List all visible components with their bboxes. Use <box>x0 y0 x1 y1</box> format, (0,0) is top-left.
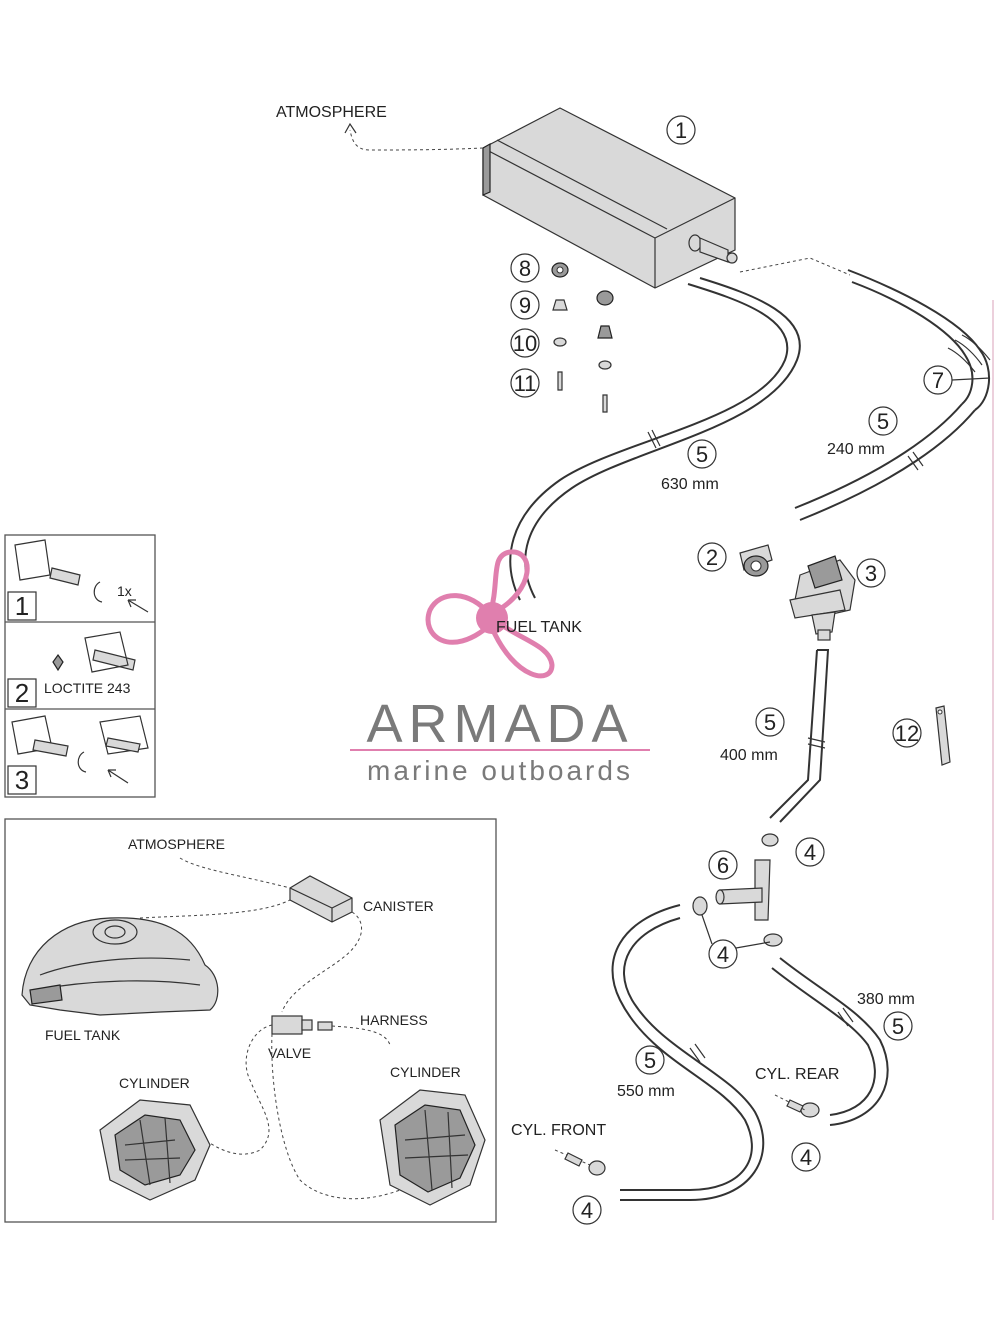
overview-atmosphere-label: ATMOSPHERE <box>128 836 225 852</box>
callout-4-upper: 4 <box>804 840 816 865</box>
atmosphere-label: ATMOSPHERE <box>276 104 387 121</box>
nozzle-parts <box>554 1094 806 1167</box>
overview-harness-label: HARNESS <box>360 1012 428 1028</box>
callout-2: 2 <box>706 545 718 570</box>
callout-4-middle: 4 <box>717 942 729 967</box>
callout-1: 1 <box>675 118 687 143</box>
hose-630 <box>509 277 801 601</box>
cyl-front-label: CYL. FRONT <box>511 1122 606 1139</box>
propeller-icon <box>425 549 555 679</box>
overview-cylinder-right <box>379 1089 486 1206</box>
hose-clamps <box>588 833 820 1176</box>
drop-icon <box>52 653 64 672</box>
brand-name: ARMADA <box>366 694 633 754</box>
length-380: 380 mm <box>857 991 915 1008</box>
callout-9: 9 <box>519 293 531 318</box>
overview-canister <box>289 875 353 923</box>
step-2-number: 2 <box>15 678 29 708</box>
fuel-tank-label: FUEL TANK <box>496 619 582 636</box>
length-630: 630 mm <box>661 476 719 493</box>
callout-5-top-right: 5 <box>877 409 889 434</box>
connector-part-2 <box>739 544 773 577</box>
hose-380 <box>771 957 889 1126</box>
length-240: 240 mm <box>827 441 885 458</box>
propeller-hub <box>476 602 508 634</box>
purge-valve-part-3 <box>789 555 856 641</box>
callout-10: 10 <box>513 331 537 356</box>
callout-3: 3 <box>865 561 877 586</box>
overview-valve-label: VALVE <box>268 1045 311 1061</box>
callout-8: 8 <box>519 256 531 281</box>
callout-5-top-left: 5 <box>696 442 708 467</box>
overview-valve <box>271 1015 333 1035</box>
callouts: 1 8 9 10 11 7 5 240 mm 5 630 mm 2 3 5 40… <box>510 115 991 1225</box>
instruction-step-1: 1 1x <box>7 539 149 621</box>
length-550: 550 mm <box>617 1083 675 1100</box>
brand-logo: FUEL TANK ARMADA marine outboards <box>350 549 650 786</box>
callout-4-bottom: 4 <box>581 1198 593 1223</box>
instruction-step-3: 3 <box>7 715 149 795</box>
step-3-number: 3 <box>15 765 29 795</box>
brand-tagline: marine outboards <box>367 755 633 786</box>
callout-5-bottom: 5 <box>644 1048 656 1073</box>
callout-5-middle: 5 <box>764 710 776 735</box>
callout-5-right: 5 <box>892 1014 904 1039</box>
overview-canister-label: CANISTER <box>363 898 434 914</box>
callout-7: 7 <box>932 368 944 393</box>
hose-400 <box>769 649 830 823</box>
cyl-rear-label: CYL. REAR <box>755 1066 839 1083</box>
hose-240-and-sleeve <box>739 257 991 521</box>
overview-fuel-tank-label: FUEL TANK <box>45 1027 121 1043</box>
overview-panel: ATMOSPHERE CANISTER FUEL TANK VALVE HARN… <box>4 818 497 1223</box>
callout-12: 12 <box>895 721 919 746</box>
step-2-note: LOCTITE 243 <box>44 680 131 696</box>
instruction-panel: 1 1x 2 LOCTITE 243 3 <box>4 534 156 798</box>
callout-11: 11 <box>514 371 537 396</box>
callout-6: 6 <box>717 853 729 878</box>
overview-fuel-tank <box>21 917 219 1016</box>
overview-cylinder-left <box>99 1099 211 1201</box>
step-1-number: 1 <box>15 591 29 621</box>
t-piece-part-6 <box>715 859 771 921</box>
overview-cylinder-right-label: CYLINDER <box>390 1064 461 1080</box>
overview-cylinder-left-label: CYLINDER <box>119 1075 190 1091</box>
atmosphere-label-group: ATMOSPHERE <box>276 104 484 151</box>
hose-550 <box>611 904 765 1201</box>
canister-part <box>482 107 738 289</box>
instruction-step-2: 2 LOCTITE 243 <box>7 631 136 708</box>
step-1-note: 1x <box>117 583 132 599</box>
tool-part-12 <box>935 705 951 766</box>
callout-4-right: 4 <box>800 1145 812 1170</box>
grommet-parts <box>551 262 614 413</box>
length-400: 400 mm <box>720 747 778 764</box>
